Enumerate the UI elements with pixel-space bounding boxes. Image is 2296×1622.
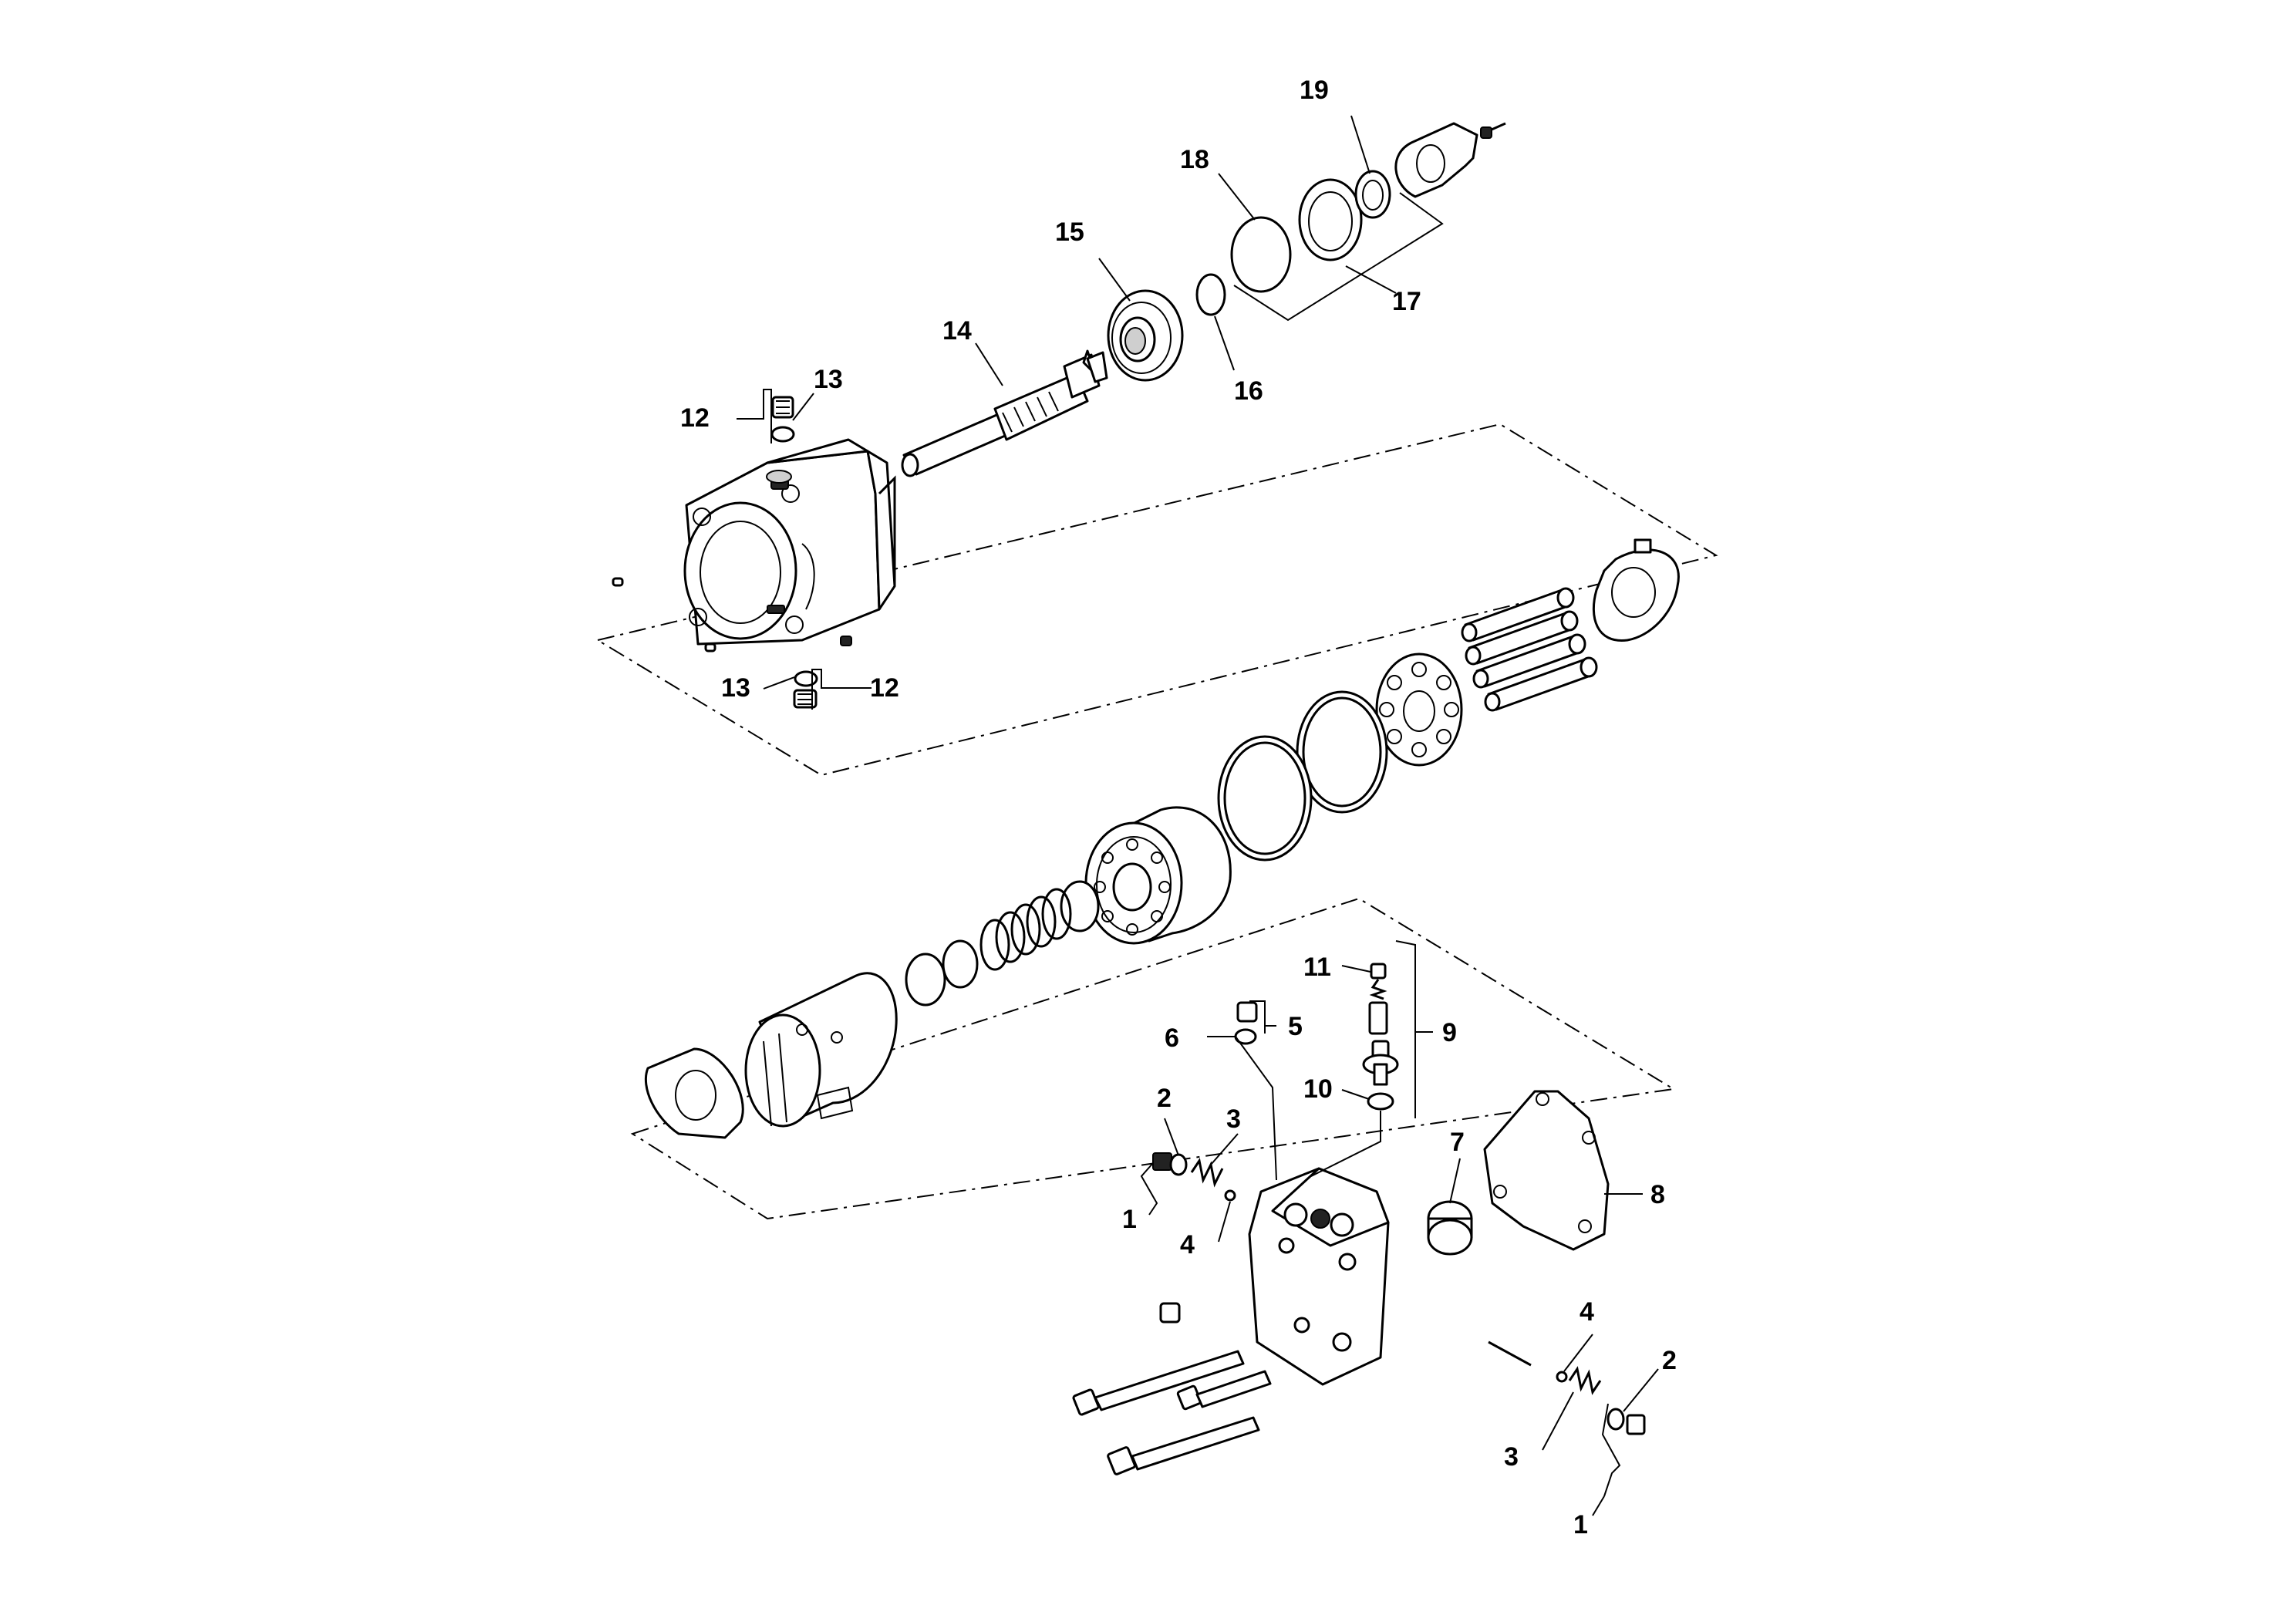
shaft-seal	[1298, 178, 1363, 261]
port-cap	[1427, 1200, 1473, 1256]
motor-housing	[683, 438, 896, 646]
callout-labels: 19 18 15 17 14 16 13 12 13 12 11 5 6 9 1…	[680, 76, 1677, 1539]
callout-15: 15	[1055, 218, 1084, 247]
brake-sleeve	[744, 972, 898, 1128]
friction-ring-inner	[1217, 735, 1313, 862]
callout-13-bottom: 13	[721, 673, 750, 703]
callout-1-right: 1	[1573, 1510, 1588, 1539]
thrust-plate	[1592, 538, 1680, 642]
callout-19: 19	[1300, 76, 1329, 105]
leader-lines	[737, 115, 1659, 1516]
plug-5	[1234, 1001, 1258, 1045]
o-ring-large	[1230, 216, 1292, 293]
washer	[1060, 880, 1100, 932]
drive-shaft	[901, 349, 1108, 477]
callout-8: 8	[1650, 1180, 1665, 1209]
piston-set	[1461, 587, 1598, 712]
snap-ring	[1195, 273, 1226, 316]
callout-10: 10	[1303, 1074, 1333, 1104]
callout-11: 11	[1303, 953, 1331, 982]
spring-washer-2	[905, 953, 946, 1007]
callout-2-right: 2	[1662, 1346, 1677, 1375]
spring-washer	[942, 939, 979, 989]
callout-3-right: 3	[1504, 1442, 1519, 1472]
callout-16: 16	[1234, 376, 1263, 406]
relief-valve-right	[1556, 1366, 1646, 1435]
callout-12-bottom: 12	[870, 673, 899, 703]
callout-13-top: 13	[814, 365, 843, 394]
end-plate	[644, 1047, 744, 1139]
plug-bottom	[793, 670, 818, 709]
friction-ring-outer	[1296, 690, 1388, 814]
valve-stack	[1362, 963, 1399, 1111]
callout-7: 7	[1450, 1128, 1465, 1157]
relief-valve-left	[1152, 1152, 1236, 1202]
callout-5: 5	[1288, 1012, 1303, 1041]
callout-4-right: 4	[1580, 1297, 1594, 1327]
callout-9: 9	[1442, 1018, 1457, 1047]
locating-pins	[612, 577, 852, 653]
retainer-plate-holes	[1375, 653, 1463, 767]
port-plug	[1159, 1302, 1181, 1324]
retaining-screw	[1480, 122, 1506, 139]
retainer-plate	[1394, 122, 1478, 198]
callout-4-left: 4	[1180, 1230, 1195, 1259]
callout-6: 6	[1165, 1023, 1179, 1053]
gasket	[1483, 1090, 1610, 1251]
callout-1-left: 1	[1122, 1205, 1137, 1234]
dowel-pin	[1488, 1340, 1532, 1367]
mounting-bolts	[1072, 1350, 1272, 1475]
callout-12-top: 12	[680, 403, 710, 433]
callout-2-left: 2	[1157, 1084, 1172, 1113]
callout-17: 17	[1392, 287, 1421, 316]
plug-top	[770, 396, 795, 443]
bearing	[1107, 289, 1184, 382]
callout-18: 18	[1180, 145, 1209, 174]
port-block	[1248, 1167, 1390, 1386]
callout-14: 14	[942, 316, 972, 346]
seal-ring	[1354, 170, 1391, 219]
center-spring	[979, 888, 1072, 971]
lower-assembly-boundary	[630, 897, 1676, 1220]
callout-3-left: 3	[1226, 1104, 1241, 1134]
cylinder-block	[1084, 806, 1232, 945]
upper-assembly-boundary	[595, 423, 1718, 777]
